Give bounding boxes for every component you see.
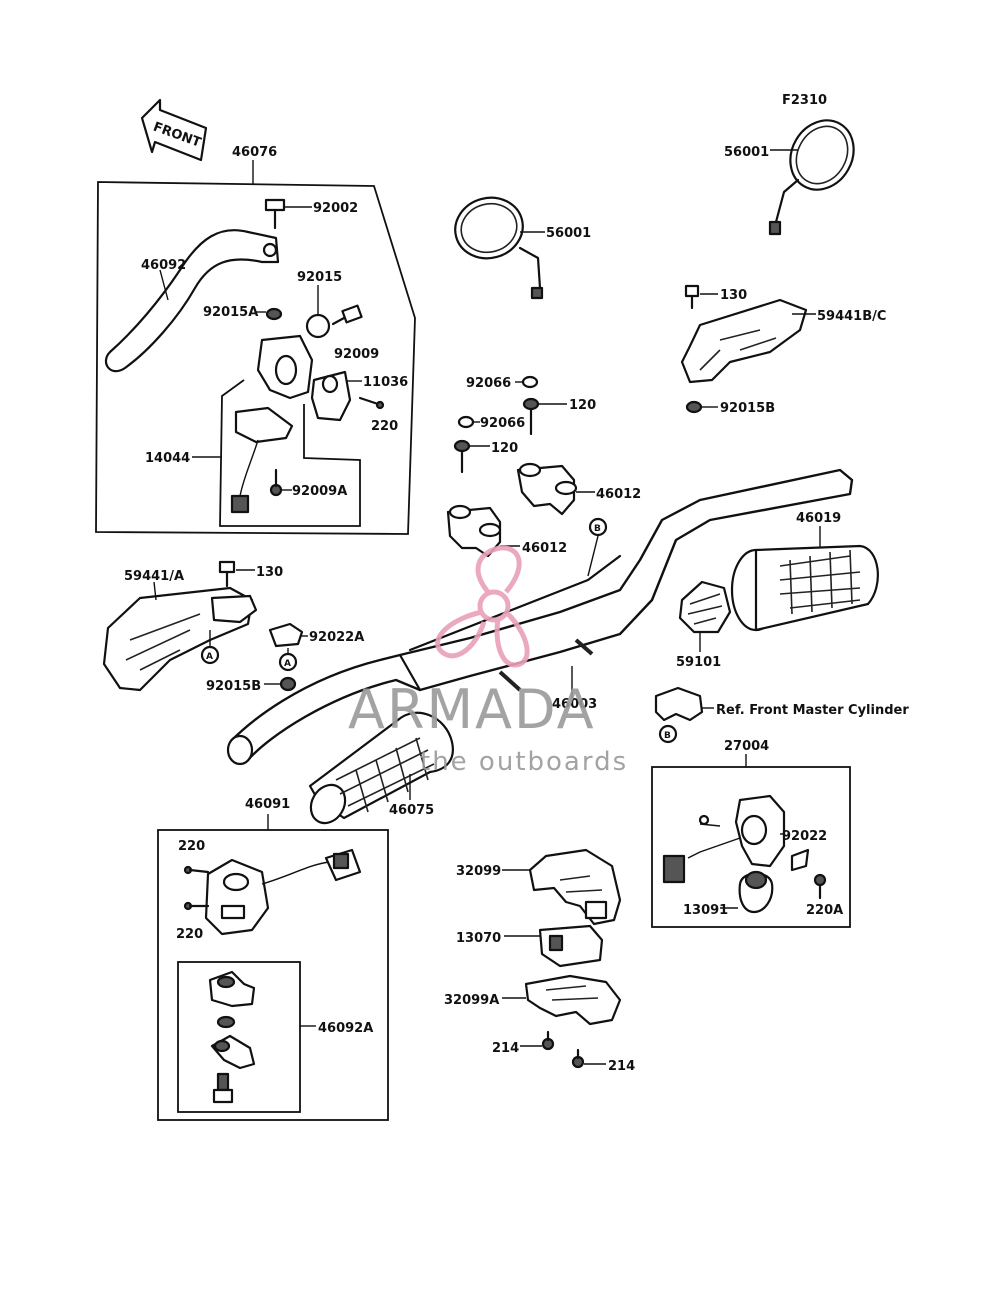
callout-46012-a: 46012 bbox=[596, 487, 641, 502]
callout-92066-b: 92066 bbox=[480, 416, 525, 431]
watermark: ARMADA the outboards bbox=[348, 545, 628, 777]
left-switch-group: 46091 220 220 46092A bbox=[157, 797, 389, 1121]
callout-46092A: 46092A bbox=[318, 1021, 373, 1036]
throttle-grip: 46019 bbox=[730, 511, 879, 632]
group-box-46091 bbox=[157, 829, 389, 1121]
circle-mark-b-clamp: B bbox=[664, 731, 671, 741]
lower-housing-32099A: 32099A 214 214 bbox=[444, 974, 635, 1074]
group-box-46076 bbox=[95, 181, 416, 535]
callout-120-b: 120 bbox=[491, 441, 518, 456]
circle-mark-a-cover: A bbox=[206, 652, 213, 662]
callout-46003: 46003 bbox=[552, 697, 597, 712]
callout-220-top: 220 bbox=[371, 419, 398, 434]
circle-mark-a-clip: A bbox=[284, 659, 291, 669]
callout-59441BC: 59441B/C bbox=[817, 309, 886, 324]
callout-92022: 92022 bbox=[782, 829, 827, 844]
callout-46012-b: 46012 bbox=[522, 541, 567, 556]
callout-46019: 46019 bbox=[796, 511, 841, 526]
callout-220A: 220A bbox=[806, 903, 843, 918]
mirror-right: 56001 bbox=[724, 119, 855, 236]
callout-92009A: 92009A bbox=[292, 484, 347, 499]
callout-11036: 11036 bbox=[363, 375, 408, 390]
handlebar-holder-right: 46012 bbox=[516, 462, 641, 516]
group-box-46092A bbox=[177, 961, 301, 1113]
handlebar-holder-left: 46012 bbox=[446, 504, 567, 558]
master-cylinder-clamp: Ref. Front Master Cylinder B bbox=[654, 686, 909, 744]
right-switch-housing: 32099 bbox=[456, 848, 622, 926]
callout-32099A: 32099A bbox=[444, 993, 499, 1008]
callout-59101: 59101 bbox=[676, 655, 721, 670]
callout-13070: 13070 bbox=[456, 931, 501, 946]
callout-92015A: 92015A bbox=[203, 305, 258, 320]
watermark-tagline: the outboards bbox=[420, 747, 628, 777]
ref-note: Ref. Front Master Cylinder bbox=[716, 703, 909, 718]
callout-130-left: 130 bbox=[256, 565, 283, 580]
front-arrow-icon: FRONT bbox=[140, 98, 208, 162]
clutch-switch bbox=[234, 406, 294, 444]
callout-56001-right: 56001 bbox=[724, 145, 769, 160]
callout-92015B-top: 92015B bbox=[720, 401, 775, 416]
lever-cover-left: 130 59441/A A bbox=[102, 560, 283, 692]
propeller-logo bbox=[435, 545, 530, 668]
callout-92022A: 92022A bbox=[309, 630, 364, 645]
circle-mark-b-bar: B bbox=[594, 524, 601, 534]
clutch-lever-group: 46076 92002 46092 92015A 92015 92009 110… bbox=[95, 145, 416, 535]
throttle-housing: 59101 bbox=[676, 580, 732, 670]
callout-92002: 92002 bbox=[313, 201, 358, 216]
lever-cover-right: 130 59441B/C 92015B bbox=[680, 284, 886, 416]
callout-46091: 46091 bbox=[245, 797, 290, 812]
clutch-lever bbox=[104, 229, 280, 373]
watermark-brand: ARMADA bbox=[348, 678, 596, 741]
callout-92009: 92009 bbox=[334, 347, 379, 362]
callout-120-a: 120 bbox=[569, 398, 596, 413]
callout-214-b: 214 bbox=[608, 1059, 635, 1074]
switch-13070: 13070 bbox=[456, 924, 604, 968]
clip-92022A: 92022A A bbox=[268, 622, 364, 672]
holder-bolts: 92066 120 92066 120 bbox=[453, 375, 596, 474]
callout-27004: 27004 bbox=[724, 739, 769, 754]
callout-220-b: 220 bbox=[176, 927, 203, 942]
callout-220-a: 220 bbox=[178, 839, 205, 854]
callout-92015: 92015 bbox=[297, 270, 342, 285]
callout-32099: 32099 bbox=[456, 864, 501, 879]
starter-switch-group: 27004 13091 92022 220A bbox=[651, 739, 851, 928]
group-box-27004 bbox=[651, 766, 851, 928]
callout-13091: 13091 bbox=[683, 903, 728, 918]
callout-46076: 46076 bbox=[232, 145, 277, 160]
callout-92066-a: 92066 bbox=[466, 376, 511, 391]
callout-46092: 46092 bbox=[141, 258, 186, 273]
callout-56001-left: 56001 bbox=[546, 226, 591, 241]
callout-59441A: 59441/A bbox=[124, 569, 184, 584]
callout-14044: 14044 bbox=[145, 451, 190, 466]
callout-214-a: 214 bbox=[492, 1041, 519, 1056]
callout-46075: 46075 bbox=[389, 803, 434, 818]
callout-130-top: 130 bbox=[720, 288, 747, 303]
callout-92015B-left: 92015B bbox=[206, 679, 261, 694]
mirror-left: 56001 bbox=[454, 196, 591, 300]
washer-92015B-left: 92015B bbox=[206, 676, 297, 694]
left-grip: 46075 bbox=[308, 711, 454, 825]
figure-code: F2310 bbox=[782, 93, 827, 108]
handlebar: 46003 B bbox=[226, 468, 854, 766]
